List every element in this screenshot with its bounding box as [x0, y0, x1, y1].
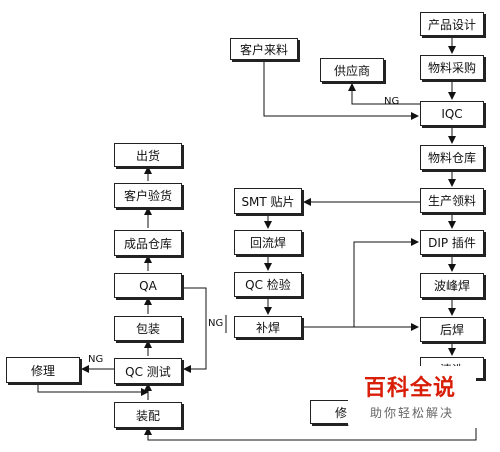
node-material-purchase: 物料采购: [420, 55, 484, 80]
node-finished-warehouse: 成品仓库: [114, 230, 182, 256]
node-assembly: 装配: [114, 402, 182, 428]
ng-label-qa: NG: [208, 318, 224, 329]
node-material-warehouse: 物料仓库: [420, 145, 484, 170]
node-wave-soldering: 波峰焊: [420, 273, 484, 298]
node-reflow-soldering: 回流焊: [234, 230, 302, 255]
node-customer-inspection: 客户验货: [114, 183, 182, 208]
watermark-logo: 百科全说 助你轻松解决: [348, 366, 476, 428]
node-iqc: IQC: [420, 101, 484, 126]
ng-label-qc: NG: [88, 354, 104, 365]
node-repair-soldering: 补焊: [234, 316, 302, 338]
node-smt-placement: SMT 贴片: [234, 188, 302, 214]
node-post-soldering: 后焊: [420, 317, 484, 342]
node-production-picking: 生产领料: [420, 188, 484, 213]
node-repair-partial-label: 修: [335, 405, 348, 420]
node-customer-material: 客户来料: [230, 38, 298, 60]
node-packaging: 包装: [114, 316, 182, 341]
node-repair-partial: 修: [310, 400, 350, 424]
watermark-subtitle: 助你轻松解决: [370, 406, 455, 420]
watermark-title: 百科全说: [364, 376, 457, 401]
node-repair: 修理: [6, 357, 80, 383]
node-shipment: 出货: [114, 143, 182, 167]
node-supplier: 供应商: [320, 58, 384, 82]
node-qc-inspection: QC 检验: [234, 272, 302, 297]
node-qa: QA: [114, 273, 182, 298]
node-dip-insertion: DIP 插件: [420, 230, 484, 255]
ng-label-iqc: NG: [384, 96, 400, 107]
node-qc-test: QC 测试: [114, 358, 182, 384]
node-product-design: 产品设计: [420, 12, 484, 36]
